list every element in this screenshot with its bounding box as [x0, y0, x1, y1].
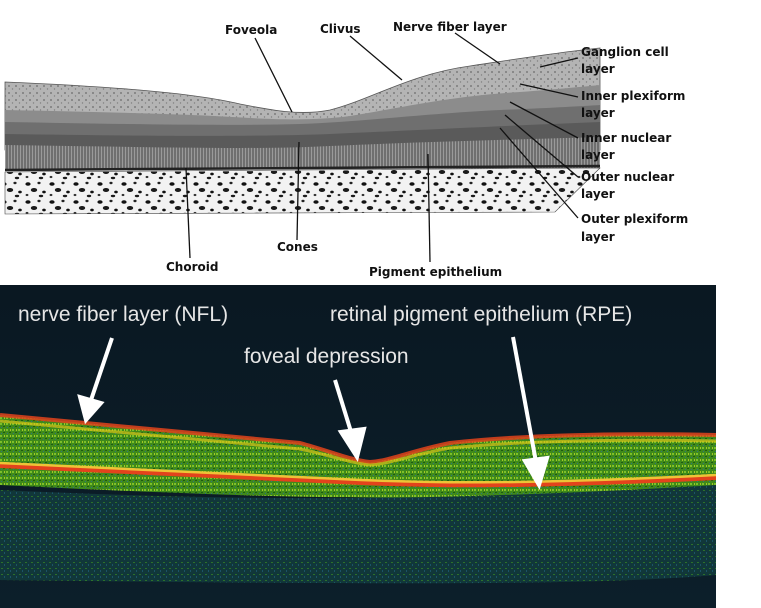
- label-nfl: nerve fiber layer (NFL): [18, 303, 228, 326]
- label-pigment-epithelium: Pigment epithelium: [369, 265, 502, 279]
- retina-section: [4, 47, 601, 215]
- label-ganglion-cell-layer-2: layer: [581, 62, 615, 76]
- label-inner-nuclear-layer-2: layer: [581, 148, 615, 162]
- pigment-epithelium-line: [4, 164, 601, 172]
- histology-illustration: Foveola Clivus Nerve fiber layer Ganglio…: [4, 20, 688, 279]
- oct-choroid-region: [0, 475, 716, 584]
- arrow-nfl: [88, 337, 114, 404]
- label-inner-plexiform-layer-2: layer: [581, 106, 615, 120]
- label-cones: Cones: [277, 240, 318, 254]
- oct-nfl-band-yellow: [0, 419, 716, 467]
- label-inner-nuclear-layer-1: Inner nuclear: [581, 131, 671, 145]
- label-clivus: Clivus: [320, 22, 361, 36]
- photoreceptor-band: [5, 137, 600, 170]
- label-inner-plexiform-layer-1: Inner plexiform: [581, 89, 685, 103]
- oct-rpe-band-highlight: [0, 461, 716, 484]
- label-ganglion-cell-layer-1: Ganglion cell: [581, 45, 669, 59]
- label-outer-nuclear-layer-1: Outer nuclear: [581, 170, 674, 184]
- label-outer-plexiform-layer-2: layer: [581, 230, 615, 244]
- arrow-foveal-depression: [333, 379, 354, 436]
- label-outer-plexiform-layer-1: Outer plexiform: [581, 212, 688, 226]
- oct-scan-image: nerve fiber layer (NFL) retinal pigment …: [0, 285, 716, 608]
- arrow-rpe-head: [521, 455, 550, 491]
- label-nerve-fiber-layer: Nerve fiber layer: [393, 20, 507, 34]
- arrow-rpe: [511, 336, 538, 463]
- label-foveola: Foveola: [225, 23, 277, 37]
- label-outer-nuclear-layer-2: layer: [581, 187, 615, 201]
- label-rpe: retinal pigment epithelium (RPE): [330, 303, 632, 326]
- choroid-region: [4, 167, 601, 215]
- arrow-foveal-depression-head: [337, 426, 367, 462]
- leader-lines: [185, 32, 579, 263]
- arrow-nfl-head: [77, 394, 105, 425]
- label-foveal-depression: foveal depression: [244, 345, 409, 368]
- label-choroid: Choroid: [166, 260, 218, 274]
- oct-rpe-band: [0, 462, 716, 488]
- oct-nfl-band: [0, 413, 716, 465]
- oct-arrows: [77, 336, 550, 491]
